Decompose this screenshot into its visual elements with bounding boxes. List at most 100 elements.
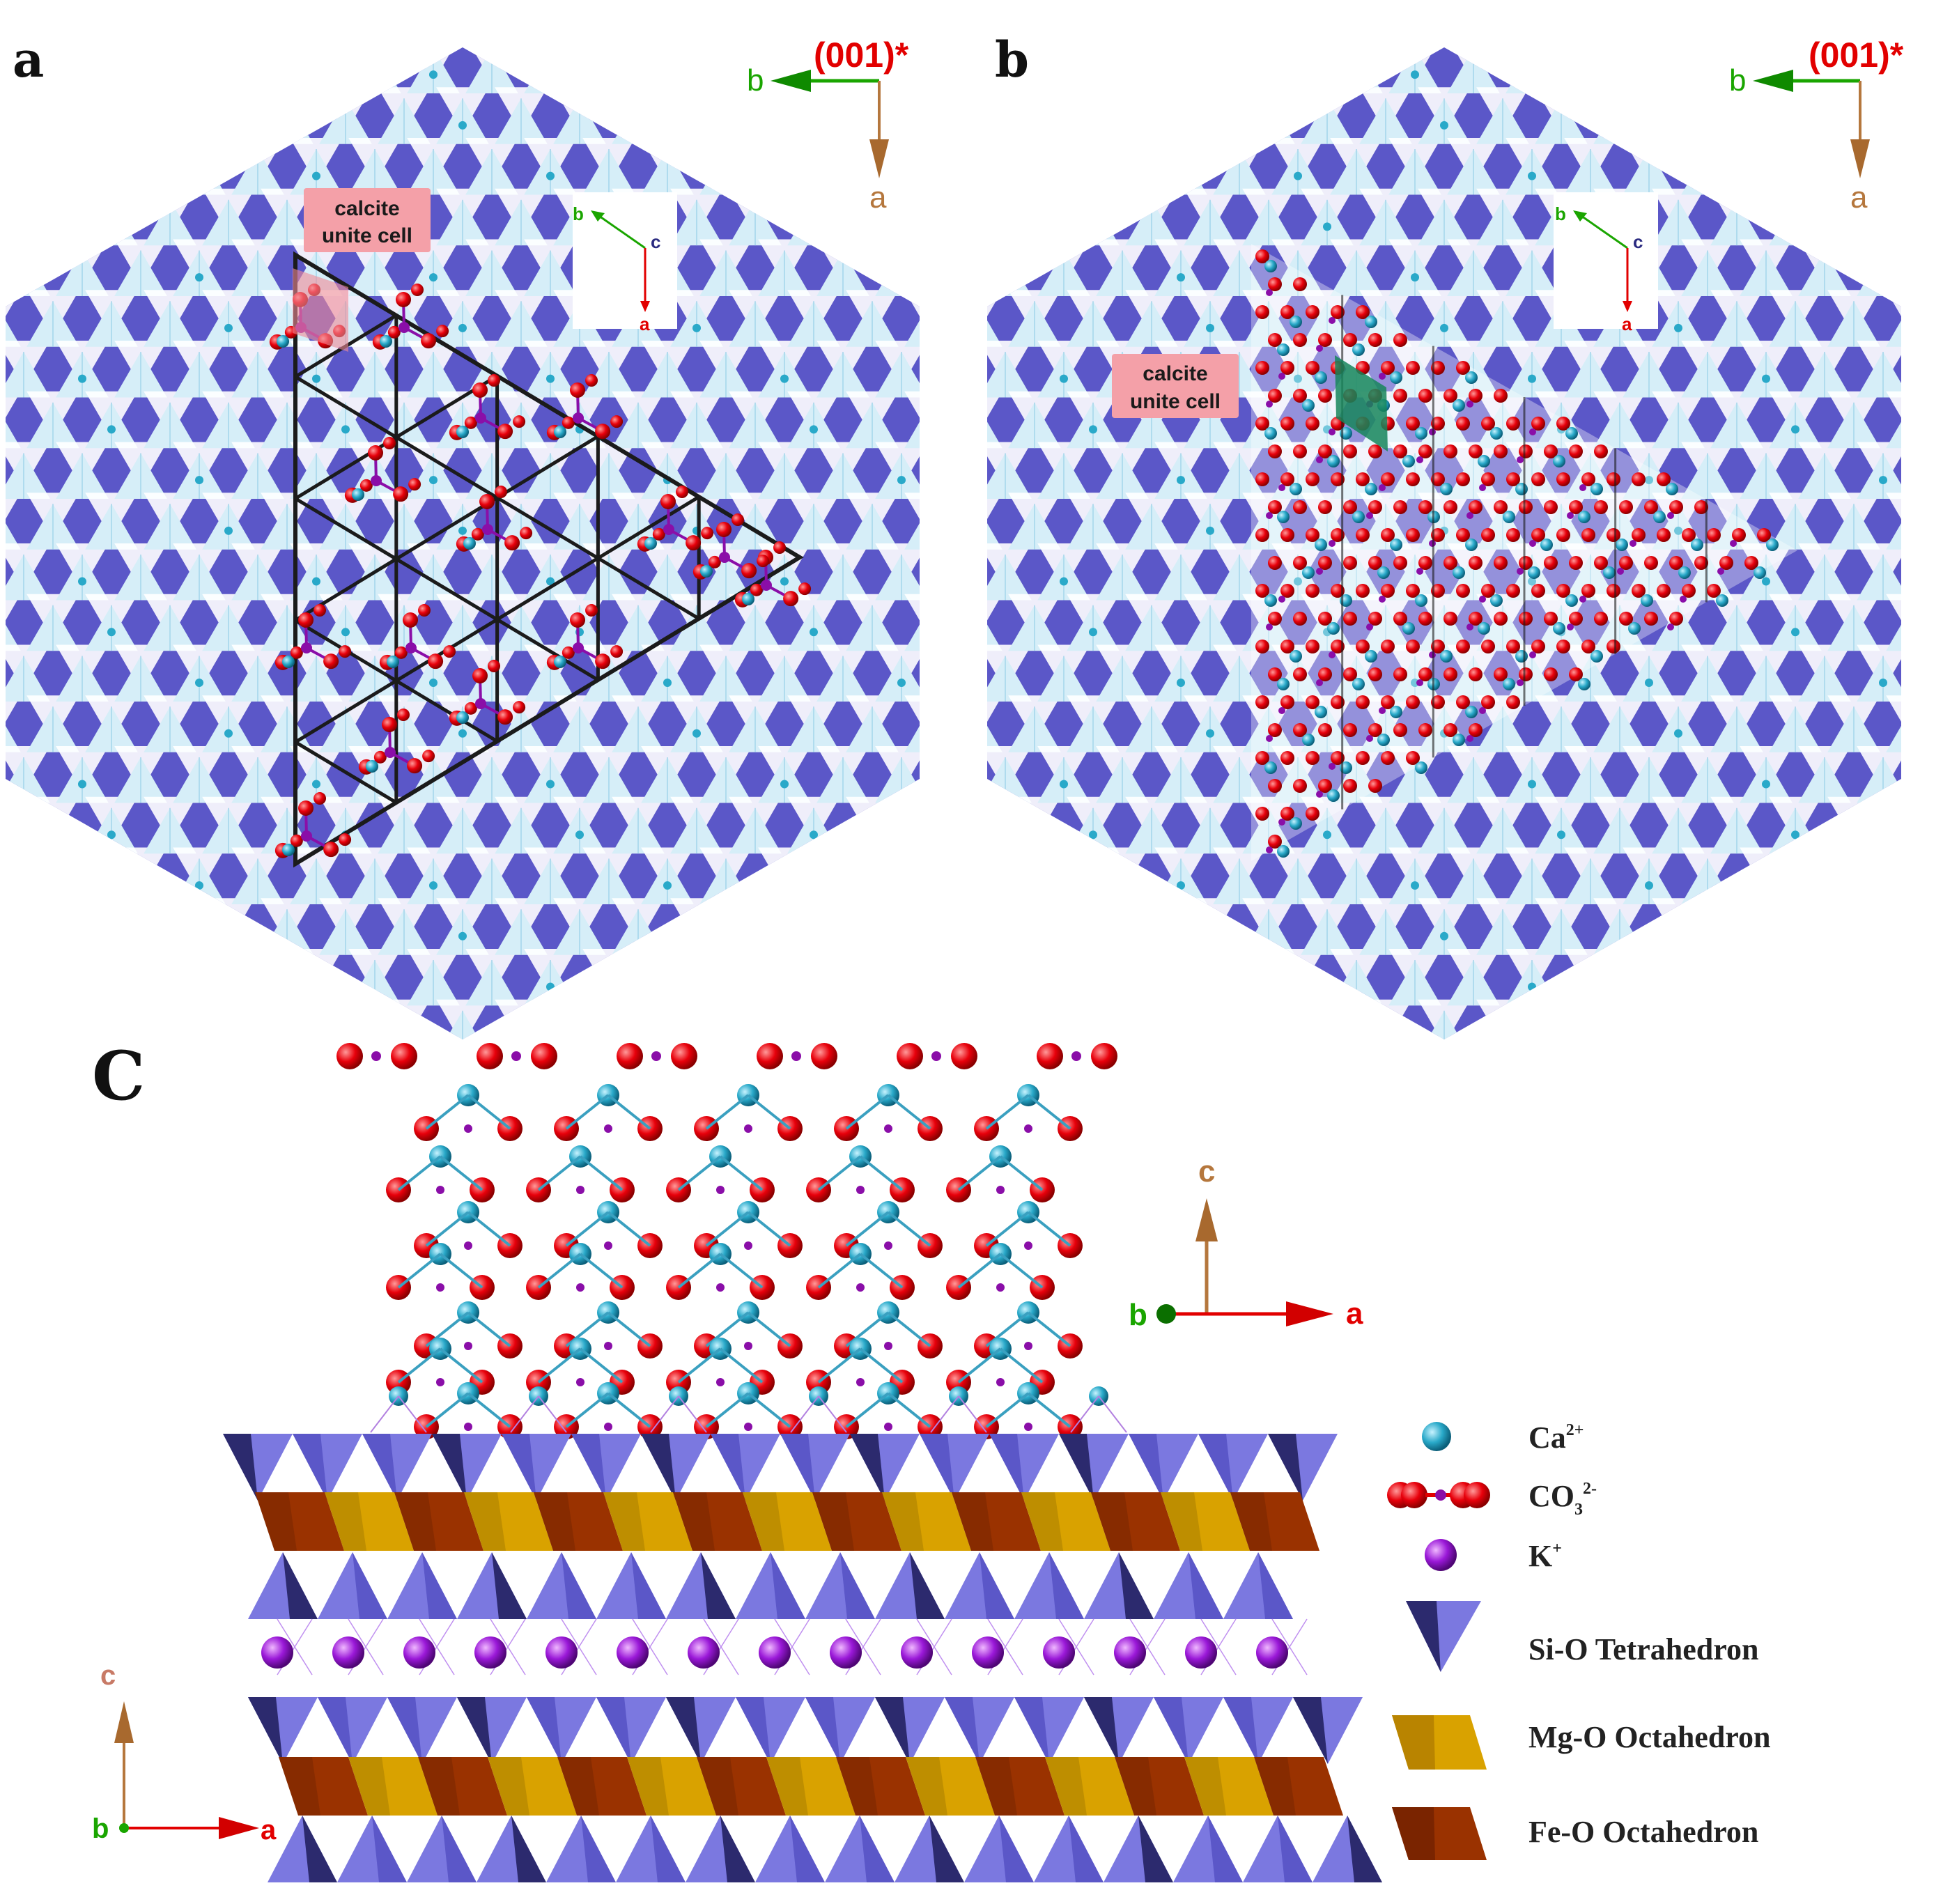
oxygen-atom bbox=[897, 1043, 923, 1069]
oxygen-atom bbox=[336, 1043, 363, 1069]
hexagonal-ring-cell bbox=[553, 1000, 606, 1046]
axis-a-arrowhead-a bbox=[869, 139, 889, 178]
hexagonal-ring-cell bbox=[0, 797, 21, 843]
calcium-site bbox=[1323, 830, 1331, 839]
oxygen-atom bbox=[368, 445, 383, 460]
hexagonal-ring-cell bbox=[904, 808, 957, 854]
bond-line bbox=[846, 1393, 888, 1427]
calcium-site bbox=[1323, 20, 1331, 28]
oxygen-atom bbox=[1418, 612, 1432, 626]
hexagonal-ring-cell bbox=[1886, 1011, 1939, 1057]
hexagonal-ring-cell bbox=[816, 859, 869, 905]
oxygen-atom bbox=[1494, 556, 1508, 570]
oxygen-atom bbox=[1356, 695, 1370, 709]
hexagonal-ring-cell bbox=[1008, 797, 1061, 843]
oxygen-atom bbox=[497, 709, 513, 725]
oxygen-atom bbox=[798, 582, 811, 595]
oxygen-atom bbox=[1644, 556, 1658, 570]
calcium-site bbox=[107, 20, 116, 28]
hexagonal-ring-cell bbox=[1769, 1011, 1822, 1057]
hexagonal-ring-cell bbox=[1769, 1000, 1822, 1046]
hexagonal-ring-cell bbox=[904, 0, 957, 42]
oxygen-atom bbox=[1393, 500, 1407, 514]
calcium-site bbox=[429, 881, 438, 890]
carbon-atom bbox=[1379, 484, 1386, 491]
calcium-site bbox=[1060, 578, 1068, 586]
hexagonal-ring-cell bbox=[963, 87, 1016, 133]
hexagonal-ring-cell bbox=[934, 240, 986, 286]
oxygen-atom bbox=[570, 612, 585, 628]
calcium-atom bbox=[1553, 622, 1565, 635]
calcium-atom bbox=[1478, 455, 1490, 467]
oxygen-atom bbox=[610, 415, 623, 428]
legend-label-carbonate: CO32- bbox=[1528, 1479, 1597, 1519]
calcium-site bbox=[1060, 375, 1068, 383]
calcium-site bbox=[1440, 324, 1448, 332]
hexagonal-ring-cell bbox=[26, 200, 79, 246]
calcium-atom bbox=[1327, 789, 1340, 802]
oxygen-atom bbox=[1506, 695, 1520, 709]
hexagonal-ring-cell bbox=[787, 898, 840, 944]
carbon-atom bbox=[931, 1051, 941, 1061]
hexagonal-ring-cell bbox=[231, 960, 284, 1005]
calcium-site bbox=[1528, 172, 1536, 180]
oxygen-atom bbox=[1519, 612, 1533, 626]
oxygen-atom bbox=[1368, 444, 1382, 458]
hexagonal-ring-cell bbox=[1213, 48, 1266, 94]
hexagonal-ring-cell bbox=[787, 87, 840, 133]
hexagonal-ring-cell bbox=[699, 138, 752, 184]
carbon-atom bbox=[1466, 624, 1473, 630]
hexagonal-ring-cell bbox=[934, 746, 986, 792]
hexagonal-ring-cell bbox=[56, 48, 109, 94]
hexagonal-ring-cell bbox=[1067, 200, 1120, 246]
potassium-atom bbox=[1185, 1636, 1217, 1669]
oxygen-atom bbox=[1544, 500, 1558, 514]
oxygen-atom bbox=[1280, 528, 1294, 542]
hexagonal-ring-cell bbox=[85, 909, 138, 955]
hexagonal-ring-cell bbox=[1710, 1011, 1763, 1057]
oxygen-atom bbox=[1657, 528, 1671, 542]
calcium-atom bbox=[1327, 622, 1340, 635]
oxygen-atom bbox=[1494, 444, 1508, 458]
calcium-site bbox=[429, 273, 438, 281]
calcium-site bbox=[810, 425, 818, 433]
hexagonal-ring-cell bbox=[144, 87, 196, 133]
hexagonal-ring-cell bbox=[1623, 1051, 1675, 1096]
hexagonal-ring-cell bbox=[1125, 909, 1178, 955]
carbon-atom bbox=[1567, 624, 1574, 630]
potassium-atom bbox=[759, 1636, 791, 1669]
calcium-site bbox=[1762, 578, 1770, 586]
inset-a-label-a: a bbox=[640, 314, 650, 334]
oxygen-atom bbox=[1556, 640, 1570, 653]
oxygen-atom bbox=[1268, 779, 1282, 793]
calcium-atom bbox=[1302, 566, 1315, 579]
oxygen-atom bbox=[1443, 444, 1457, 458]
hexagonal-ring-cell bbox=[950, 87, 1003, 133]
carbon-atom bbox=[719, 552, 730, 563]
calcium-site bbox=[780, 172, 789, 180]
hexagonal-ring-cell bbox=[261, 1011, 313, 1057]
bond-line bbox=[1028, 1393, 1070, 1427]
oxygen-atom bbox=[1268, 612, 1282, 626]
carbon-atom bbox=[371, 1051, 381, 1061]
hexagonal-ring-cell bbox=[1886, 909, 1939, 955]
hexagonal-ring-cell bbox=[26, 797, 79, 843]
hexagonal-ring-cell bbox=[846, 1011, 899, 1057]
hexagonal-ring-cell bbox=[934, 251, 986, 297]
hexagonal-ring-cell bbox=[846, 797, 899, 843]
calcium-site bbox=[1206, 527, 1214, 535]
hexagonal-ring-cell bbox=[1096, 960, 1149, 1005]
hexagonal-ring-cell bbox=[1915, 454, 1943, 500]
calcium-site bbox=[1440, 932, 1448, 941]
hexagonal-ring-cell bbox=[1710, 898, 1763, 944]
bond-line bbox=[608, 1393, 650, 1427]
calcium-site bbox=[224, 324, 233, 332]
hexagonal-ring-cell bbox=[26, 189, 79, 234]
hexagonal-ring-cell bbox=[934, 442, 986, 488]
oxygen-atom bbox=[1632, 528, 1646, 542]
hexagonal-ring-cell bbox=[1271, 960, 1324, 1005]
hexagonal-ring-cell bbox=[950, 909, 1003, 955]
hexagonal-ring-cell bbox=[1564, 949, 1617, 994]
calcium-site bbox=[1206, 729, 1214, 738]
calcium-atom bbox=[1352, 511, 1365, 523]
